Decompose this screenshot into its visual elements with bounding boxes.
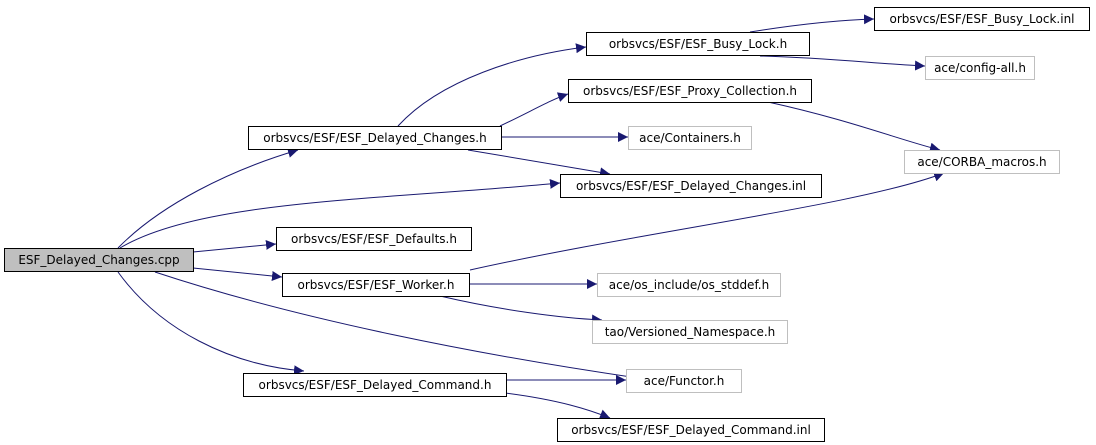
edge-delayed-command-delayed-command-inl: [504, 392, 611, 419]
node-busy-lock-inl[interactable]: orbsvcs/ESF/ESF_Busy_Lock.inl: [874, 7, 1090, 31]
edge-busy-lock-config-all: [759, 55, 926, 71]
edge-root-worker-h: [192, 267, 283, 281]
node-versioned-namespace-h: tao/Versioned_Namespace.h: [592, 320, 788, 344]
node-delayed-command-inl[interactable]: orbsvcs/ESF/ESF_Delayed_Command.inl: [557, 418, 825, 442]
edge-dch-busy-lock-h: [397, 43, 587, 127]
edge-proxy-collection-corba-macros: [767, 101, 941, 153]
edge-root-delayed-changes-inl: [119, 178, 561, 249]
node-worker-h[interactable]: orbsvcs/ESF/ESF_Worker.h: [282, 273, 470, 297]
edge-busy-lock-busy-lock-inl: [749, 14, 875, 33]
edge-dch-proxy-collection-h: [499, 92, 569, 127]
edge-dch-delayed-changes-inl: [467, 149, 611, 178]
node-busy-lock-h[interactable]: orbsvcs/ESF/ESF_Busy_Lock.h: [586, 32, 810, 56]
node-corba-macros-h: ace/CORBA_macros.h: [904, 150, 1060, 174]
edge-worker-corba-macros: [469, 171, 945, 271]
node-delayed-command-h[interactable]: orbsvcs/ESF/ESF_Delayed_Command.h: [243, 373, 507, 397]
edge-root-functor-h: [154, 271, 639, 382]
root-node: ESF_Delayed_Changes.cpp: [4, 248, 194, 272]
edge-root-defaults-h: [192, 239, 277, 253]
node-functor-h: ace/Functor.h: [626, 369, 742, 393]
node-delayed-changes-h[interactable]: orbsvcs/ESF/ESF_Delayed_Changes.h: [248, 126, 502, 150]
node-proxy-collection-h[interactable]: orbsvcs/ESF/ESF_Proxy_Collection.h: [568, 79, 812, 103]
edge-root-delayed-changes-h: [117, 148, 299, 249]
edge-root-delayed-command-h: [117, 271, 305, 376]
edge-worker-versioned-namespace: [439, 295, 603, 325]
node-delayed-changes-inl[interactable]: orbsvcs/ESF/ESF_Delayed_Changes.inl: [560, 174, 822, 198]
node-defaults-h[interactable]: orbsvcs/ESF/ESF_Defaults.h: [276, 227, 472, 251]
node-config-all-h: ace/config-all.h: [925, 56, 1035, 80]
node-containers-h: ace/Containers.h: [628, 126, 752, 150]
node-os-stddef-h: ace/os_include/os_stddef.h: [597, 273, 781, 297]
